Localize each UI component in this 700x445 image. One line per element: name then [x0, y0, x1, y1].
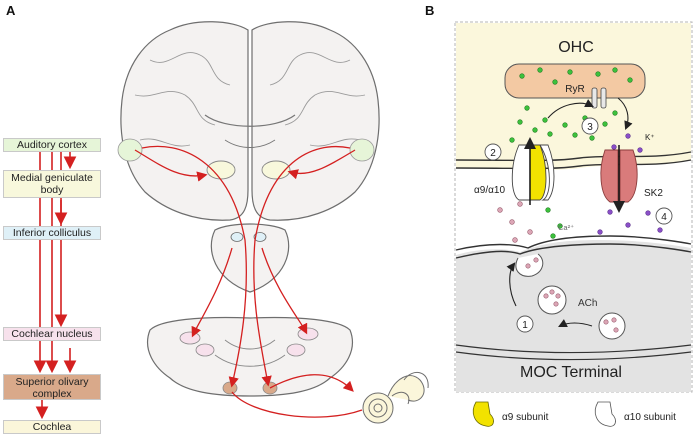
cytosol-calcium-dots	[509, 105, 618, 143]
brain-gyri	[134, 52, 366, 148]
sk2-label: SK2	[644, 188, 663, 199]
step-4: 4	[661, 212, 667, 223]
legend-alpha10-swatch	[594, 401, 616, 427]
step-3: 3	[587, 122, 593, 133]
moc-terminal-label: MOC Terminal	[520, 364, 622, 381]
ach-label: ACh	[578, 298, 597, 309]
step-circle-2	[484, 143, 502, 161]
calcium-label: Ca²⁺	[558, 223, 574, 232]
step-circle-3	[581, 117, 599, 135]
legend-alpha9-label: α9 subunit	[502, 412, 549, 423]
ach-cleft-dots	[497, 201, 533, 243]
inferior-colliculus-left	[230, 232, 244, 242]
midbrain-section	[210, 223, 290, 293]
step-circle-4	[655, 207, 673, 225]
step-1: 1	[522, 320, 528, 331]
inferior-colliculus-right	[253, 232, 267, 242]
step-2: 2	[490, 148, 496, 159]
receptor-label: α9/α10	[474, 185, 505, 196]
store-calcium-dots	[519, 67, 633, 85]
moc-terminal	[456, 240, 691, 392]
auditory-cortex-left	[117, 138, 143, 162]
panel-b-letter: B	[425, 3, 435, 18]
auditory-cortex-right	[349, 138, 375, 162]
label-superior-olivary: Superior olivary complex	[3, 374, 101, 400]
potassium-dots	[597, 133, 663, 235]
ryr-label: RyR	[565, 84, 584, 95]
label-auditory-cortex: Auditory cortex	[3, 138, 101, 152]
label-cochlea: Cochlea	[3, 420, 101, 434]
step-circle-1	[516, 315, 534, 333]
alpha9-alpha10-receptor	[511, 144, 555, 201]
panel-a-letter: A	[6, 3, 16, 18]
label-medial-geniculate: Medial geniculate body	[3, 170, 101, 198]
legend-alpha10-label: α10 subunit	[624, 412, 676, 423]
ohc-label: OHC	[558, 39, 594, 56]
potassium-label: K⁺	[645, 133, 655, 142]
efferent-pathways	[134, 145, 363, 418]
legend-alpha9-swatch	[472, 401, 494, 427]
cochlea-drawing	[362, 372, 429, 424]
label-cochlear-nucleus: Cochlear nucleus	[3, 327, 101, 341]
label-inferior-colliculus: Inferior colliculus	[3, 226, 101, 240]
